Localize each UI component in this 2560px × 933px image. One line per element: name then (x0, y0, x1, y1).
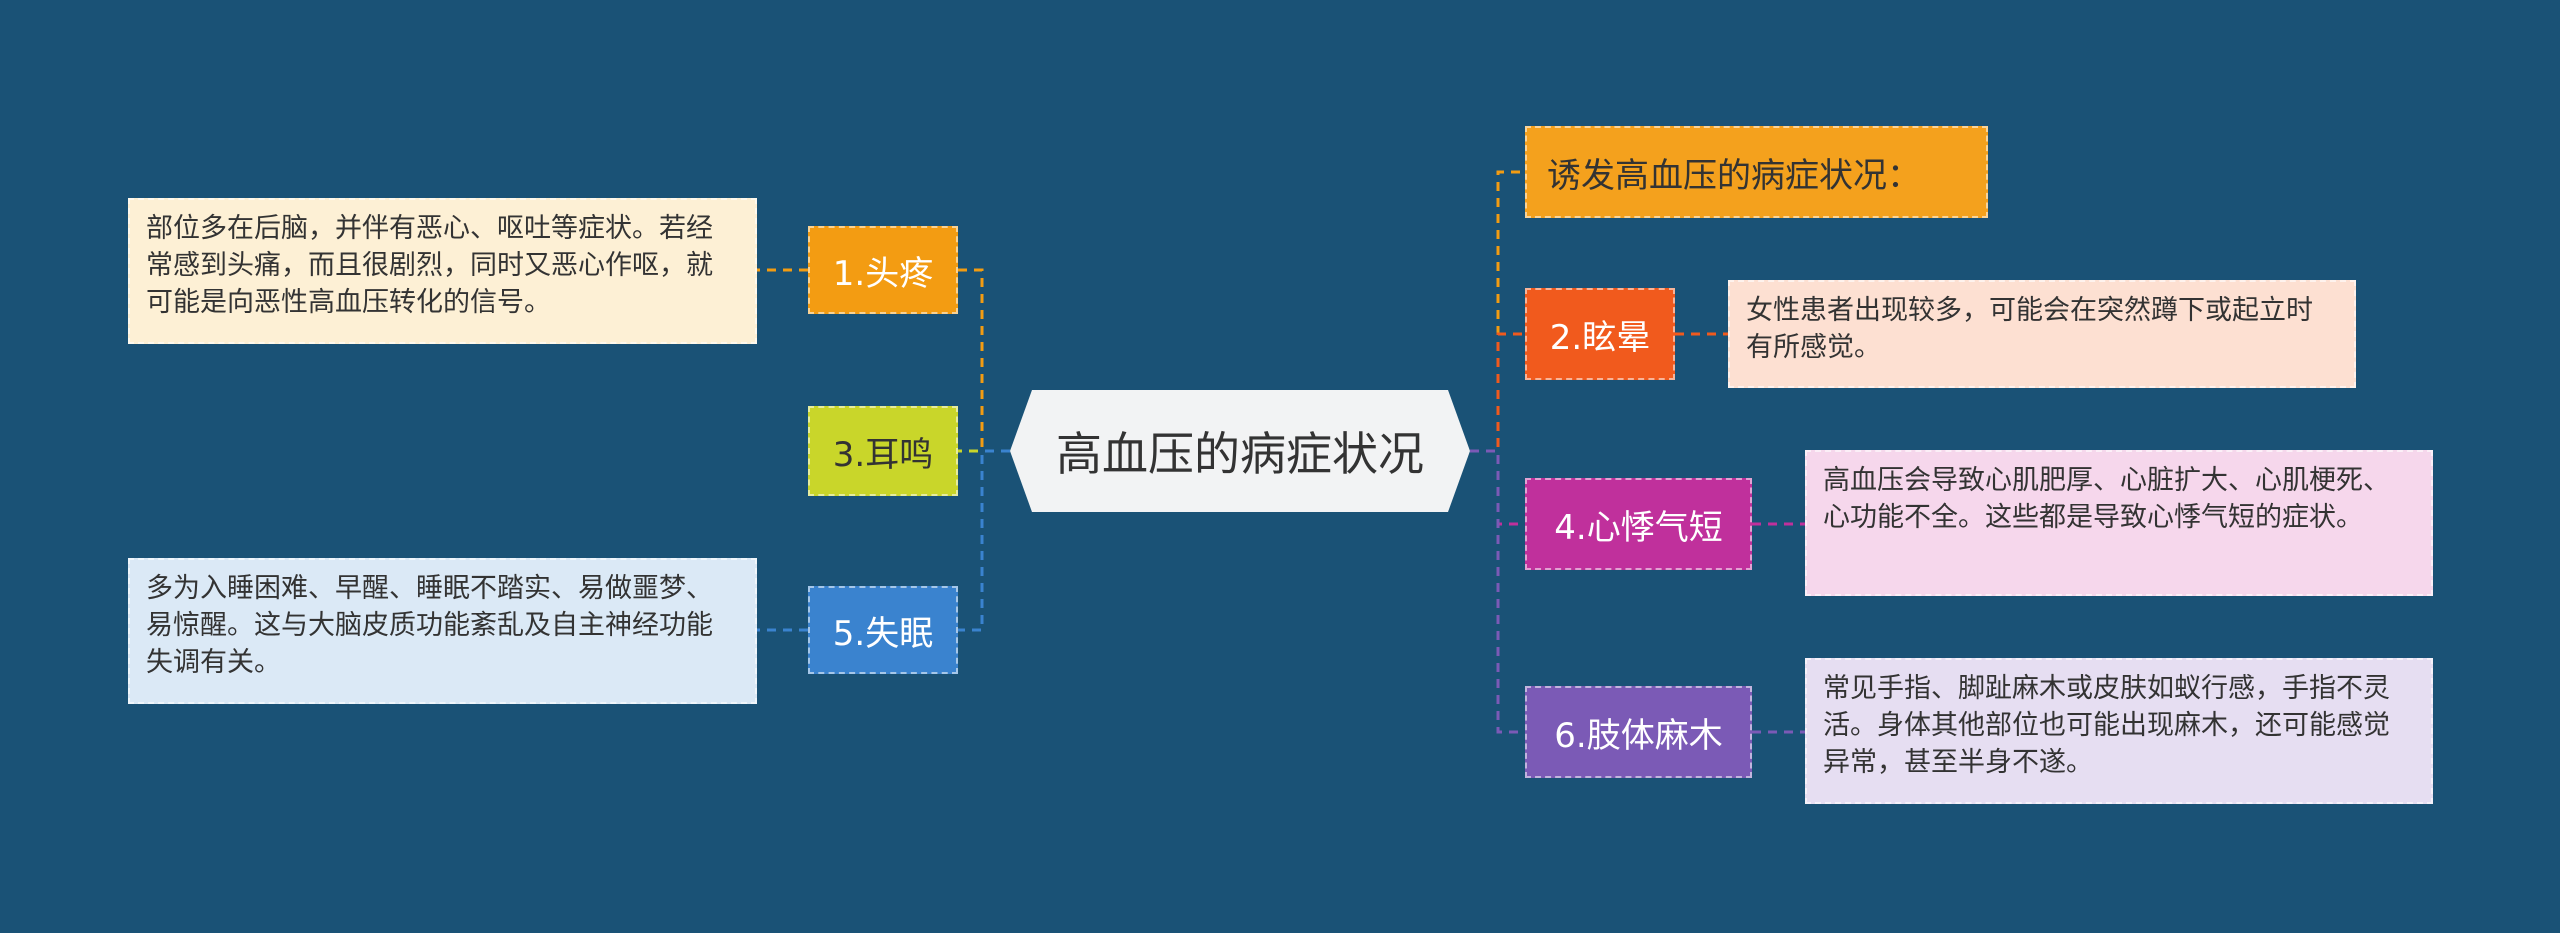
connector-center-to-insomnia (958, 449, 1010, 632)
note-palpitation-text: 高血压会导致心肌肥厚、心脏扩大、心肌梗死、心功能不全。这些都是导致心悸气短的症状… (1823, 465, 2390, 533)
note-palpitation[interactable]: 高血压会导致心肌肥厚、心脏扩大、心肌梗死、心功能不全。这些都是导致心悸气短的症状… (1805, 450, 2433, 596)
node-headache[interactable]: 1.头疼 (808, 226, 958, 314)
note-vertigo-text: 女性患者出现较多，可能会在突然蹲下或起立时有所感觉。 (1746, 295, 2313, 363)
note-numbness[interactable]: 常见手指、脚趾麻木或皮肤如蚁行感，手指不灵活。身体其他部位也可能出现麻木，还可能… (1805, 658, 2433, 804)
connector-center-to-vertigo (1470, 332, 1525, 453)
node-tinnitus-label: 3.耳鸣 (832, 434, 934, 475)
node-headache-label: 1.头疼 (832, 253, 934, 294)
node-vertigo-label: 2.眩晕 (1549, 317, 1651, 358)
note-insomnia[interactable]: 多为入睡困难、早醒、睡眠不踏实、易做噩梦、易惊醒。这与大脑皮质功能紊乱及自主神经… (128, 558, 757, 704)
note-headache-text: 部位多在后脑，并伴有恶心、呕吐等症状。若经常感到头痛，而且很剧烈，同时又恶心作呕… (146, 213, 713, 318)
node-inducing-title-label: 诱发高血压的病症状况： (1547, 155, 1921, 196)
node-vertigo[interactable]: 2.眩晕 (1525, 288, 1675, 380)
node-numbness[interactable]: 6.肢体麻木 (1525, 686, 1752, 778)
note-insomnia-text: 多为入睡困难、早醒、睡眠不踏实、易做噩梦、易惊醒。这与大脑皮质功能紊乱及自主神经… (146, 573, 713, 678)
note-vertigo[interactable]: 女性患者出现较多，可能会在突然蹲下或起立时有所感觉。 (1728, 280, 2356, 388)
note-numbness-text: 常见手指、脚趾麻木或皮肤如蚁行感，手指不灵活。身体其他部位也可能出现麻木，还可能… (1823, 673, 2390, 778)
node-inducing-title[interactable]: 诱发高血压的病症状况： (1525, 126, 1988, 218)
node-palpitation-label: 4.心悸气短 (1554, 507, 1723, 548)
node-palpitation[interactable]: 4.心悸气短 (1525, 478, 1752, 570)
central-topic-label: 高血压的病症状况 (1056, 427, 1424, 481)
connector-center-to-headache (958, 268, 1010, 453)
connector-center-to-numbness (1470, 449, 1525, 734)
node-insomnia-label: 5.失眠 (832, 613, 934, 654)
node-numbness-label: 6.肢体麻木 (1554, 715, 1723, 756)
central-topic[interactable]: 高血压的病症状况 (1010, 390, 1470, 512)
connector-center-to-title (1470, 170, 1525, 453)
node-tinnitus[interactable]: 3.耳鸣 (808, 406, 958, 496)
note-headache[interactable]: 部位多在后脑，并伴有恶心、呕吐等症状。若经常感到头痛，而且很剧烈，同时又恶心作呕… (128, 198, 757, 344)
node-insomnia[interactable]: 5.失眠 (808, 586, 958, 674)
